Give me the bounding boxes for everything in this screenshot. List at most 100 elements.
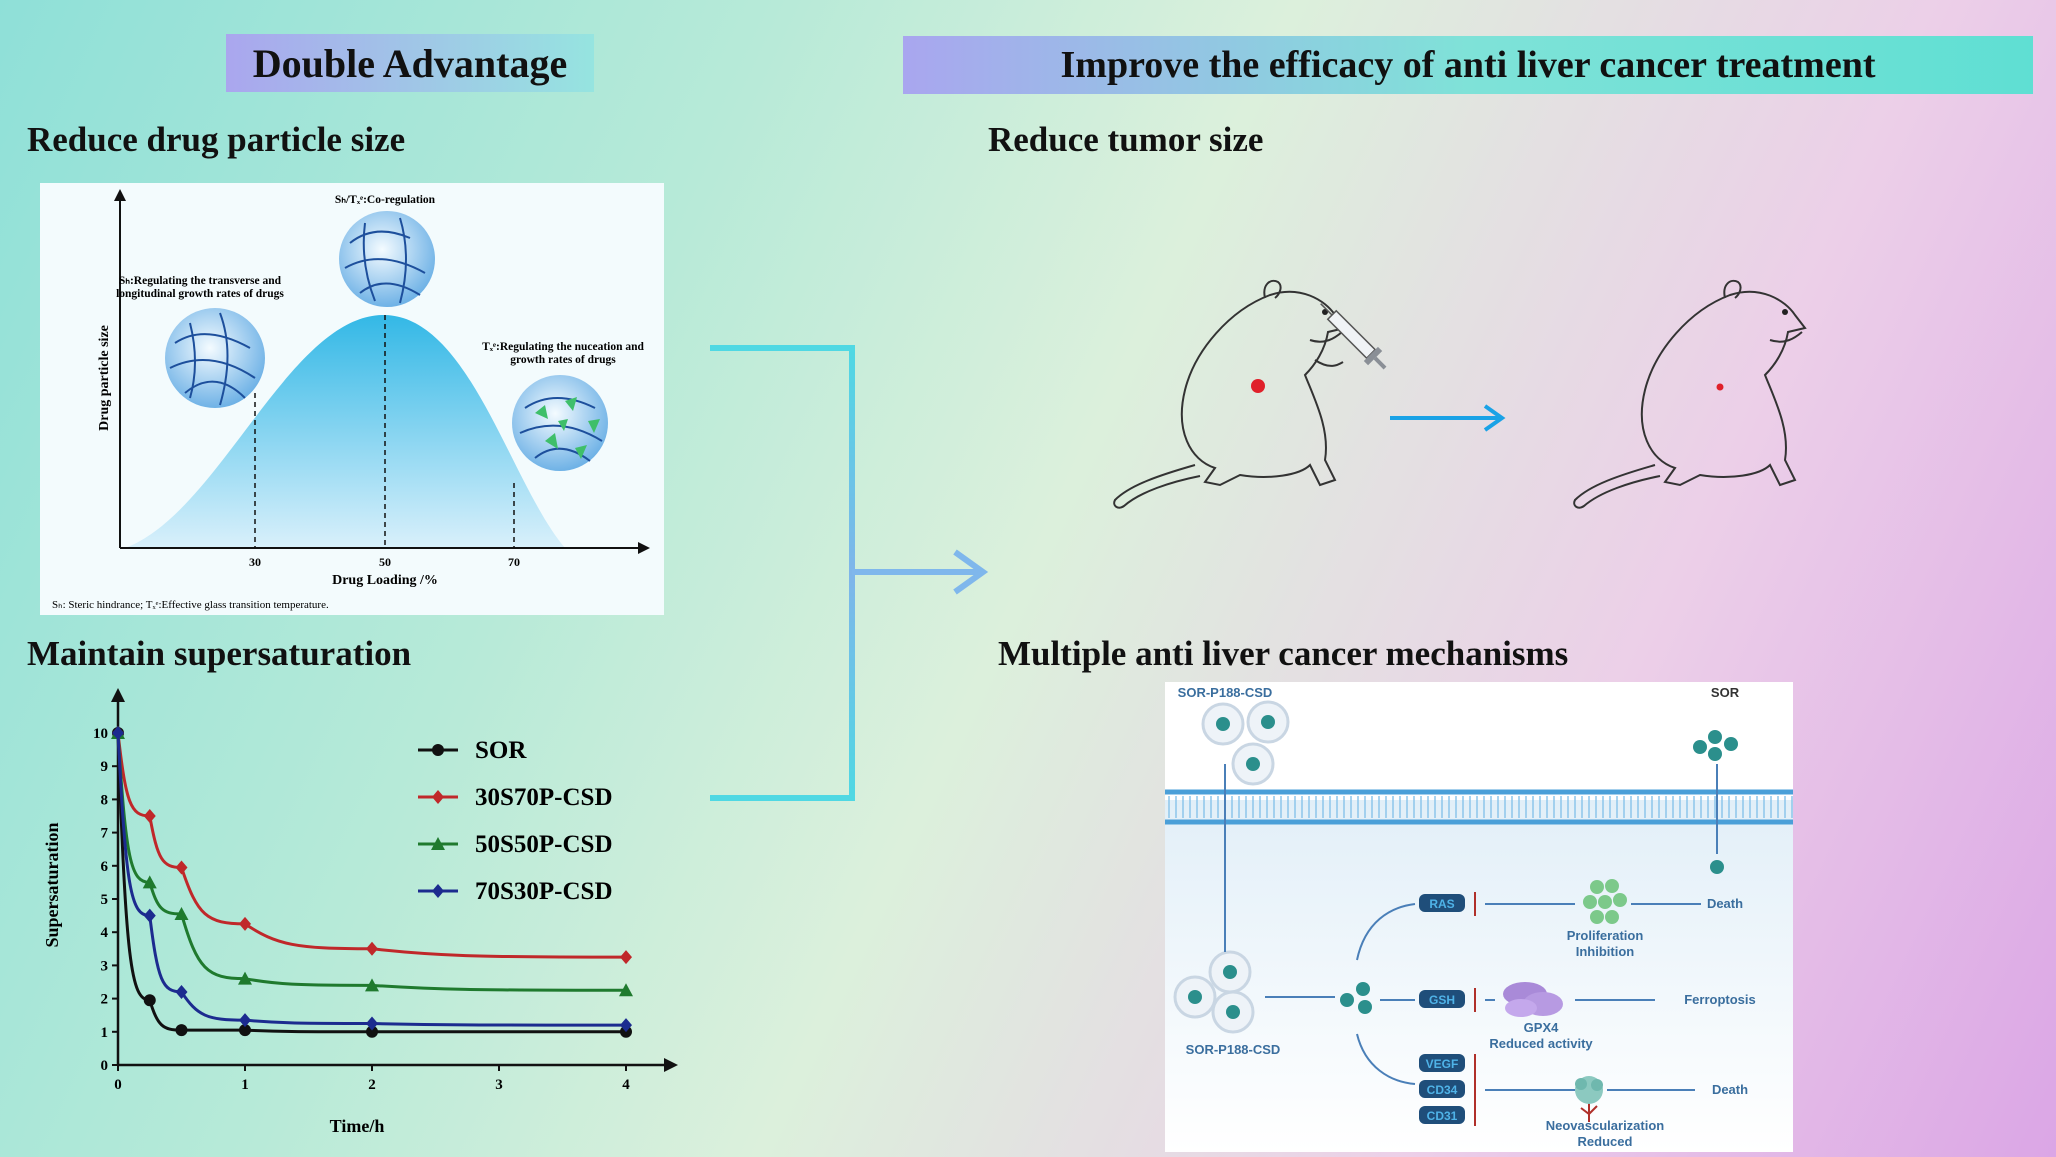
y-tick-label: 8 [101, 792, 109, 808]
y-tick-label: 7 [101, 826, 109, 842]
legend-label: SOR [475, 737, 527, 764]
nanoparticle-cluster-top [1201, 700, 1290, 786]
tumor-large [1251, 379, 1265, 393]
y-tick-label: 10 [93, 726, 108, 742]
label-sor-top: SOR [1711, 685, 1740, 700]
svg-text:GSH: GSH [1429, 993, 1455, 1007]
svg-text:GPX4: GPX4 [1524, 1020, 1559, 1035]
bell-curve [125, 314, 565, 548]
legend-entry: SOR [418, 737, 527, 764]
x-axis-label: Drug Loading /% [332, 573, 438, 588]
co-regulation-label: Sₕ/Tₓᵉ:Co-regulation [335, 194, 436, 206]
heading-reduce-tumor-size: Reduce tumor size [988, 120, 1264, 159]
ferroptosis-label: Ferroptosis [1684, 992, 1756, 1007]
label-nanoparticle-top: SOR-P188-CSD [1178, 685, 1273, 700]
released-sor [1340, 982, 1372, 1014]
svg-text:Neovascularization: Neovascularization [1546, 1118, 1665, 1133]
x-tick-label: 1 [241, 1077, 249, 1093]
data-point [366, 941, 378, 956]
particle-size-diagram: 30 50 70 Drug Loading /% Drug particle s… [52, 189, 650, 611]
chart-y-label: Supersaturation [42, 822, 62, 947]
svg-text:CD34: CD34 [1427, 1083, 1458, 1097]
data-point [143, 908, 156, 923]
particle-sphere-left [165, 308, 265, 408]
mouse-after-treatment [1573, 279, 1807, 509]
tick-70: 70 [508, 555, 520, 569]
double-advantage-banner: Double Advantage [226, 34, 594, 92]
footnote: Sₕ: Steric hindrance; Tₓᵉ:Effective glas… [52, 599, 329, 611]
connector-bracket [710, 345, 989, 801]
x-tick-label: 4 [622, 1077, 630, 1093]
chart-series [111, 726, 633, 1038]
data-point [431, 837, 445, 850]
svg-text:Reduced activity: Reduced activity [1489, 1036, 1593, 1051]
y-tick-label: 9 [101, 759, 109, 775]
data-point [620, 1018, 632, 1033]
sor-molecule-internalized [1710, 860, 1724, 874]
data-point [619, 983, 633, 997]
cd34-badge: CD34 [1419, 1080, 1465, 1098]
death-label-2: Death [1712, 1082, 1748, 1097]
heading-maintain-supersaturation: Maintain supersaturation [27, 634, 412, 673]
blood-vessel-icon [1575, 1076, 1603, 1122]
series-70S30P-CSD [112, 726, 632, 1033]
particle-sphere-middle [339, 211, 435, 307]
sh-label: Sₕ:Regulating the transverse and [119, 275, 282, 287]
y-tick-label: 3 [101, 958, 109, 974]
tick-30: 30 [249, 555, 261, 569]
tg-label: Tₓᵉ:Regulating the nuceation and [482, 341, 644, 353]
gsh-badge: GSH [1419, 990, 1465, 1008]
series-line [116, 732, 627, 992]
gpx4-protein-icon [1503, 982, 1563, 1017]
data-point [175, 984, 188, 999]
data-point [112, 726, 124, 740]
y-axis-label: Drug particle size [97, 325, 112, 431]
data-point [238, 971, 252, 985]
legend-entry: 50S50P-CSD [418, 831, 613, 858]
x-tick-label: 3 [495, 1077, 503, 1093]
ras-badge: RAS [1419, 894, 1465, 912]
y-tick-label: 2 [101, 992, 109, 1008]
chart-legend: SOR 30S70P-CSD 50S50P-CSD 70S30P-CSD [418, 737, 613, 905]
sor-molecules-top [1693, 730, 1738, 761]
svg-text:VEGF: VEGF [1426, 1057, 1459, 1071]
mouse-before-treatment [1113, 279, 1506, 509]
heading-reduce-particle-size: Reduce drug particle size [27, 120, 406, 159]
data-point [142, 875, 157, 889]
y-tick-label: 1 [101, 1025, 109, 1041]
series-line [116, 732, 626, 1034]
legend-label: 30S70P-CSD [475, 784, 613, 811]
syringe-icon [1320, 303, 1387, 370]
y-tick-label: 0 [101, 1058, 109, 1074]
data-point [620, 950, 632, 965]
svg-text:CD31: CD31 [1427, 1109, 1458, 1123]
series-line [116, 732, 627, 1027]
particle-sphere-right [512, 375, 608, 471]
svg-text:Reduced: Reduced [1578, 1134, 1633, 1149]
svg-text:Inhibition: Inhibition [1576, 944, 1635, 959]
data-point [239, 1013, 251, 1028]
tumor-small [1716, 383, 1724, 391]
x-tick-label: 0 [114, 1077, 122, 1093]
svg-text:RAS: RAS [1429, 897, 1454, 911]
y-tick-label: 6 [101, 859, 109, 875]
efficacy-banner: Improve the efficacy of anti liver cance… [903, 36, 2033, 94]
legend-label: 70S30P-CSD [475, 878, 613, 905]
data-point [143, 809, 156, 823]
vegf-badge: VEGF [1419, 1054, 1465, 1072]
x-tick-label: 2 [368, 1077, 376, 1093]
data-point [366, 1016, 378, 1031]
chart-x-label: Time/h [330, 1116, 385, 1136]
tg-label-2: growth rates of drugs [510, 354, 616, 366]
label-nanoparticle-bottom: SOR-P188-CSD [1186, 1042, 1281, 1057]
particle-size-panel: 30 50 70 Drug Loading /% Drug particle s… [40, 183, 664, 615]
nanoparticle-cluster-bottom [1173, 950, 1255, 1034]
heading-anti-cancer-mechanisms: Multiple anti liver cancer mechanisms [998, 634, 1569, 673]
y-tick-label: 5 [101, 892, 109, 908]
mechanism-panel: SOR-P188-CSD SOR SOR-P188-CSD RAS GSH VE… [1165, 682, 1793, 1152]
data-point [174, 906, 189, 920]
legend-entry: 30S70P-CSD [418, 784, 613, 811]
